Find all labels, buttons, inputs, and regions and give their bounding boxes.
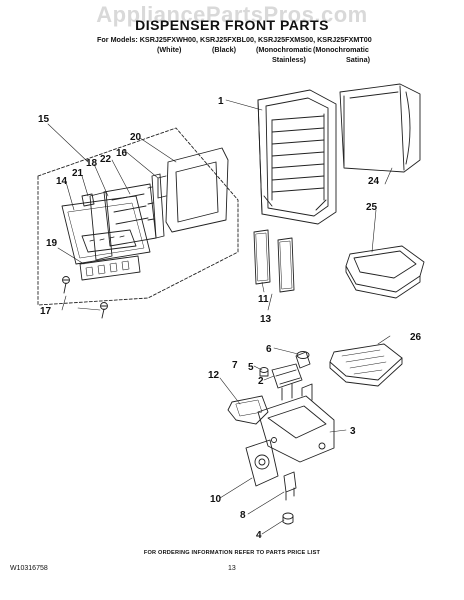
housing-base-part-3 xyxy=(257,383,335,463)
callout-20: 20 xyxy=(130,132,142,143)
callout-5: 5 xyxy=(248,362,254,373)
variant-white: (White) xyxy=(157,45,182,54)
pin-part-7 xyxy=(259,367,269,377)
page-title: DISPENSER FRONT PARTS xyxy=(135,17,329,33)
callout-2: 2 xyxy=(258,376,264,387)
cap-part-4 xyxy=(282,512,294,525)
callout-13: 13 xyxy=(260,314,272,325)
drip-tray-part-25 xyxy=(345,245,425,299)
foam-strip-right xyxy=(277,237,295,293)
callout-18: 18 xyxy=(86,158,98,169)
variant-black: (Black) xyxy=(212,45,236,54)
button-strip-part-19 xyxy=(79,255,141,281)
foam-strip-left xyxy=(253,229,271,285)
callout-15: 15 xyxy=(38,114,50,125)
assembly-outline xyxy=(37,127,239,306)
variant-mono-stainless-2: Stainless) xyxy=(272,55,306,64)
callout-10: 10 xyxy=(210,494,222,505)
document-number: W10316758 xyxy=(10,565,48,572)
callout-22: 22 xyxy=(100,154,112,165)
circuit-board-part-16 xyxy=(103,183,157,247)
callout-26: 26 xyxy=(410,332,422,343)
actuator-part-10 xyxy=(245,439,279,487)
clip-part-8 xyxy=(283,471,297,501)
ordering-info: FOR ORDERING INFORMATION REFER TO PARTS … xyxy=(143,550,321,556)
callout-14: 14 xyxy=(56,176,68,187)
callout-1: 1 xyxy=(218,96,224,107)
callout-25: 25 xyxy=(366,202,378,213)
callout-12: 12 xyxy=(208,370,220,381)
door-part-24 xyxy=(339,83,421,173)
switch-block-part-5 xyxy=(271,363,303,401)
frame-part-20 xyxy=(157,147,229,233)
clip-part-21 xyxy=(81,193,95,207)
callout-6: 6 xyxy=(266,344,272,355)
variant-mono-satina-1: (Monochromatic xyxy=(313,45,369,54)
watermark: AppliancePartsPros.com xyxy=(96,2,368,27)
housing-part-1 xyxy=(257,89,337,225)
callout-24: 24 xyxy=(368,176,380,187)
bracket-part-22 xyxy=(147,173,165,239)
callout-11: 11 xyxy=(258,294,269,305)
callout-16: 16 xyxy=(116,148,128,159)
chute-cover-part-26 xyxy=(329,343,403,387)
page-number: 13 xyxy=(228,565,236,572)
control-panel-part-14 xyxy=(61,195,151,265)
callout-4: 4 xyxy=(256,530,262,541)
variant-mono-stainless-1: (Monochromatic xyxy=(256,45,312,54)
motor-part-6 xyxy=(295,351,311,369)
callout-19: 19 xyxy=(46,238,58,249)
leader-lines xyxy=(47,99,393,535)
bezel-part-18 xyxy=(89,191,113,261)
variant-mono-satina-2: Satina) xyxy=(346,55,370,64)
flap-part-12 xyxy=(227,395,269,425)
model-list: For Models: KSRJ25FXWH00, KSRJ25FXBL00, … xyxy=(97,35,372,44)
callout-21: 21 xyxy=(72,168,84,179)
callout-7: 7 xyxy=(232,360,238,371)
callout-3: 3 xyxy=(350,426,356,437)
screw-icon xyxy=(62,276,108,319)
callout-17: 17 xyxy=(40,306,52,317)
callout-8: 8 xyxy=(240,510,246,521)
